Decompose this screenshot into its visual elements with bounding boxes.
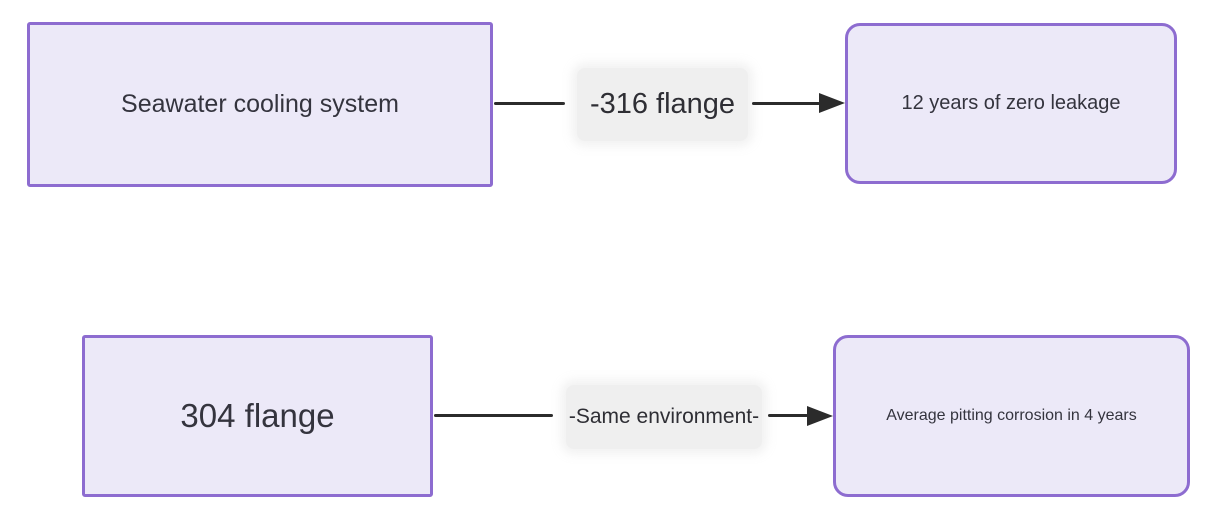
edge-label-316-flange: -316 flange	[577, 68, 748, 141]
edge-label-same-environment: -Same environment-	[566, 385, 762, 449]
arrowhead-icon	[807, 406, 833, 426]
edge-label-text: -316 flange	[589, 88, 736, 120]
node-label: 12 years of zero leakage	[901, 92, 1121, 114]
node-seawater-cooling-system: Seawater cooling system	[27, 22, 493, 187]
connector-line	[768, 414, 808, 417]
connector-line	[752, 102, 820, 105]
node-304-flange: 304 flange	[82, 335, 433, 497]
node-label: 304 flange	[180, 397, 335, 435]
node-average-pitting-corrosion: Average pitting corrosion in 4 years	[833, 335, 1190, 497]
node-label: Seawater cooling system	[121, 89, 399, 118]
arrowhead-icon	[819, 93, 845, 113]
edge-label-text: -Same environment-	[568, 405, 760, 428]
connector-line	[494, 102, 565, 105]
connector-line	[434, 414, 553, 417]
node-label: Average pitting corrosion in 4 years	[886, 407, 1137, 424]
node-12-years-zero-leakage: 12 years of zero leakage	[845, 23, 1177, 184]
